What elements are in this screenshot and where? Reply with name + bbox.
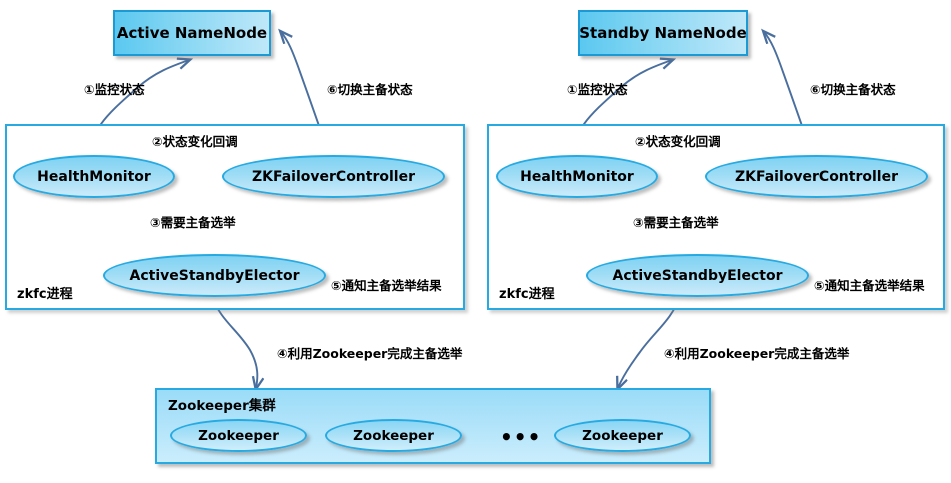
edge-label-4-right: ④利用Zookeeper完成主备选举 [664, 346, 850, 361]
edge-label-2-right: ②状态变化回调 [635, 134, 721, 149]
zkfc-process-label-left: zkfc进程 [17, 287, 73, 302]
edge-label-5-left: ⑤通知主备选举结果 [331, 278, 442, 293]
edge-label-3-left: ③需要主备选举 [150, 215, 236, 230]
zookeeper-cluster-label: Zookeeper集群 [168, 398, 276, 414]
edge-label-6-right: ⑥切换主备状态 [810, 82, 896, 97]
zookeeper-node-1[interactable]: Zookeeper [170, 419, 307, 452]
active-standby-elector-node-right[interactable]: ActiveStandbyElector [586, 254, 809, 297]
edge-label-1-left: ①监控状态 [84, 82, 145, 97]
edge-label-6-left: ⑥切换主备状态 [327, 82, 413, 97]
active-namenode-box[interactable]: Active NameNode [113, 10, 271, 56]
active-standby-elector-node-left[interactable]: ActiveStandbyElector [103, 254, 326, 297]
edge-label-2-left: ②状态变化回调 [152, 134, 238, 149]
zookeeper-node-3[interactable]: Zookeeper [554, 419, 691, 452]
edge-label-1-right: ①监控状态 [567, 82, 628, 97]
standby-namenode-box[interactable]: Standby NameNode [578, 10, 748, 56]
health-monitor-node-left[interactable]: HealthMonitor [13, 155, 175, 198]
edge-label-3-right: ③需要主备选举 [633, 215, 719, 230]
zkfc-process-label-right: zkfc进程 [499, 287, 555, 302]
edge-label-4-left: ④利用Zookeeper完成主备选举 [277, 346, 463, 361]
zk-failover-controller-node-left[interactable]: ZKFailoverController [222, 155, 445, 198]
zookeeper-ellipsis: ••• [500, 425, 542, 449]
edge-label-5-right: ⑤通知主备选举结果 [814, 278, 925, 293]
zk-failover-controller-node-right[interactable]: ZKFailoverController [705, 155, 928, 198]
zookeeper-node-2[interactable]: Zookeeper [325, 419, 462, 452]
health-monitor-node-right[interactable]: HealthMonitor [496, 155, 658, 198]
